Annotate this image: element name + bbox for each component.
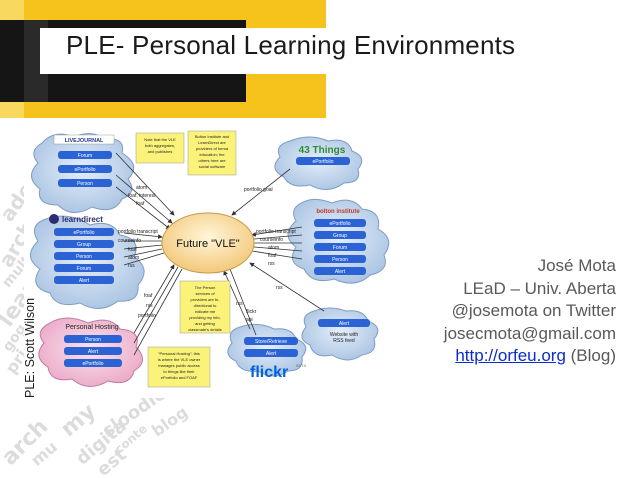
center-label: Future "VLE" bbox=[176, 238, 240, 250]
edge-label: atom bbox=[136, 185, 147, 191]
svg-text:and getting: and getting bbox=[195, 321, 215, 326]
service-label: ePortfolio bbox=[329, 221, 350, 227]
blog-line: http://orfeu.org (Blog) bbox=[444, 345, 616, 368]
edge-label: portfolio transcript bbox=[256, 229, 296, 235]
author-name: José Mota bbox=[537, 256, 616, 275]
svg-text:providing my info,: providing my info, bbox=[189, 315, 220, 320]
svg-text:education; the: education; the bbox=[199, 152, 225, 157]
author-info: José Mota LEaD – Univ. Aberta @josemota … bbox=[444, 255, 616, 368]
edge-label: foaf bbox=[268, 253, 277, 259]
edge-label: rss bbox=[128, 263, 135, 269]
service-pill bbox=[58, 165, 112, 173]
author-email: josecmota@gmail.com bbox=[443, 323, 616, 343]
bolton-logo: bolton institute bbox=[316, 209, 360, 215]
service-pill bbox=[58, 179, 112, 187]
learndirect-cloud bbox=[30, 215, 145, 309]
author-twitter: @josemota on Twitter bbox=[451, 301, 616, 320]
service-label: Person bbox=[332, 257, 348, 263]
edge-label: foaf, interest bbox=[128, 193, 156, 199]
service-label: Forum bbox=[78, 153, 92, 159]
svg-text:Bolton Institute and: Bolton Institute and bbox=[195, 134, 229, 139]
service-label: Alert bbox=[335, 269, 346, 275]
svg-text:providers of forma: providers of forma bbox=[196, 146, 229, 151]
edge-label: rss bbox=[268, 261, 275, 267]
flickr-beta: BETA bbox=[296, 363, 306, 368]
things43-logo: 43 Things bbox=[299, 145, 346, 156]
flickr-logo: flickr bbox=[250, 364, 288, 381]
service-label: ePortfolio bbox=[82, 361, 103, 367]
svg-text:indicate me: indicate me bbox=[195, 309, 216, 314]
svg-text:Note that the VLE: Note that the VLE bbox=[144, 137, 176, 142]
svg-text:classmate's details: classmate's details bbox=[188, 327, 221, 332]
note-bolton-learndirect: Bolton Institute and LearnDirect are pro… bbox=[187, 130, 237, 176]
service-label: Person bbox=[77, 181, 93, 187]
svg-text:services of: services of bbox=[195, 291, 215, 296]
svg-text:manages public access: manages public access bbox=[158, 363, 200, 368]
image-credit: PLE: Scott Wilson bbox=[23, 297, 37, 398]
edge-label: courseinfo bbox=[260, 237, 283, 243]
svg-text:The Person: The Person bbox=[195, 285, 216, 290]
service-label: ePortfolio bbox=[312, 159, 333, 165]
svg-text:LearnDirect are: LearnDirect are bbox=[198, 140, 226, 145]
svg-text:"Personal Hosting": this: "Personal Hosting": this bbox=[158, 351, 200, 356]
service-label: Person bbox=[85, 337, 101, 343]
svg-text:others here are: others here are bbox=[198, 158, 226, 163]
edge-label: atom bbox=[268, 245, 279, 251]
service-label: Person bbox=[76, 254, 92, 260]
svg-text:providers are bi-: providers are bi- bbox=[191, 297, 221, 302]
edge-label: flickr bbox=[246, 309, 257, 315]
note-person-services: The Person services of providers are bi-… bbox=[179, 280, 231, 334]
author-affiliation: LEaD – Univ. Aberta bbox=[463, 278, 616, 298]
service-label: Forum bbox=[77, 266, 91, 272]
service-label: Alert bbox=[88, 349, 99, 355]
slide-title: PLE- Personal Learning Environments bbox=[66, 30, 516, 60]
center-ellipse bbox=[161, 212, 255, 274]
service-label: ePortfolio bbox=[74, 167, 95, 173]
edge-label: rss bbox=[236, 301, 243, 307]
svg-text:ePortfolio and FOAF: ePortfolio and FOAF bbox=[161, 375, 198, 380]
service-label: Forum bbox=[333, 245, 347, 251]
svg-text:both aggregates,: both aggregates, bbox=[145, 143, 175, 148]
service-label: Store/Retrieve bbox=[255, 339, 287, 345]
blog-suffix: (Blog) bbox=[565, 346, 616, 365]
edge-label: foaf bbox=[136, 201, 145, 207]
edge-label: portfolio bbox=[138, 313, 156, 319]
edge-label: rss bbox=[146, 303, 153, 309]
edge-label: courseinfo bbox=[118, 238, 141, 244]
personal-hosting-title: Personal Hosting bbox=[65, 324, 118, 331]
edge-label: portfolio goal bbox=[244, 187, 273, 193]
connection-lines bbox=[115, 152, 325, 356]
service-label: Group bbox=[77, 242, 91, 248]
website-caption: Website with bbox=[330, 332, 358, 338]
service-label: ePortfolio bbox=[73, 230, 94, 236]
title-band bbox=[40, 28, 580, 74]
edge-label: portfolio transcript bbox=[118, 229, 158, 235]
edge-label: api bbox=[246, 317, 253, 323]
edge-label: atom bbox=[128, 255, 139, 261]
svg-text:to things like their: to things like their bbox=[163, 369, 195, 374]
svg-text:directional to: directional to bbox=[194, 303, 217, 308]
blog-link[interactable]: http://orfeu.org bbox=[455, 346, 566, 365]
service-label: Alert bbox=[79, 278, 90, 284]
note-personal-hosting: "Personal Hosting": this is where the VL… bbox=[147, 346, 211, 388]
learndirect-logo: learndirect bbox=[62, 215, 103, 224]
edge-label: foaf bbox=[144, 293, 153, 299]
livejournal-logo: LIVEJOURNAL bbox=[65, 138, 104, 144]
website-caption: RSS feed bbox=[333, 338, 355, 344]
edge-label: rss bbox=[276, 285, 283, 291]
svg-text:and publishes: and publishes bbox=[148, 149, 173, 154]
service-label: Alert bbox=[266, 351, 277, 357]
ple-diagram: Future "VLE" LIVEJOURNAL Forum ePortfoli… bbox=[24, 123, 394, 398]
edge-label: foaf bbox=[128, 247, 137, 253]
service-pill bbox=[58, 151, 112, 159]
service-label: Alert bbox=[339, 321, 350, 327]
note-vle-aggregates: Note that the VLE both aggregates, and p… bbox=[135, 132, 185, 164]
svg-text:is where the VLE owner: is where the VLE owner bbox=[158, 357, 201, 362]
svg-text:social software: social software bbox=[199, 164, 226, 169]
service-label: Group bbox=[333, 233, 347, 239]
